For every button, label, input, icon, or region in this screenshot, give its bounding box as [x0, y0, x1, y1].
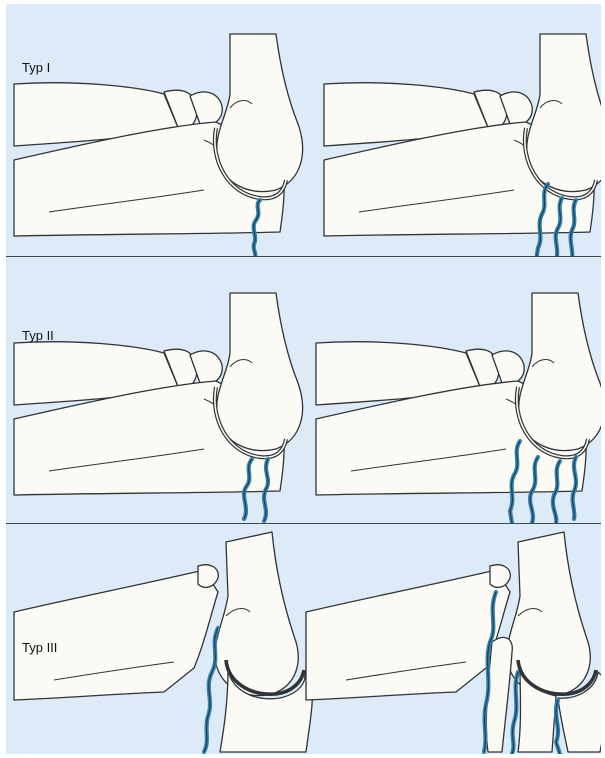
typ-1-illustrations: [6, 4, 601, 256]
typ2-b-humerus: [519, 293, 601, 451]
typ1-b-humerus: [527, 34, 601, 192]
typ3-b-fragment-1: [486, 637, 512, 752]
label-typ-1: Typ I: [22, 60, 50, 75]
typ1-b-elbow: [324, 34, 601, 256]
typ2-a-elbow: [14, 293, 303, 521]
typ3-a-elbow: [14, 532, 313, 752]
label-typ-3: Typ III: [22, 640, 57, 655]
typ3-a-fracture-0: [204, 628, 218, 752]
panel-typ-2: [6, 257, 601, 523]
typ-3-illustrations: [6, 524, 601, 754]
panel-typ-1: [6, 4, 601, 256]
typ3-a-forearm: [14, 570, 218, 700]
typ-2-illustrations: [6, 257, 601, 523]
label-typ-2: Typ II: [22, 328, 54, 343]
typ3-b-elbow: [306, 532, 601, 754]
typ3-b-radial-head: [490, 565, 510, 588]
typ3-a-radial-head: [198, 565, 218, 588]
typ2-a-humerus: [217, 293, 303, 451]
typ3-b-forearm: [306, 570, 510, 700]
typ1-a-elbow: [14, 34, 303, 256]
typ2-b-elbow: [316, 293, 601, 523]
panel-typ-3: [6, 524, 601, 754]
typ1-a-humerus: [217, 34, 303, 192]
